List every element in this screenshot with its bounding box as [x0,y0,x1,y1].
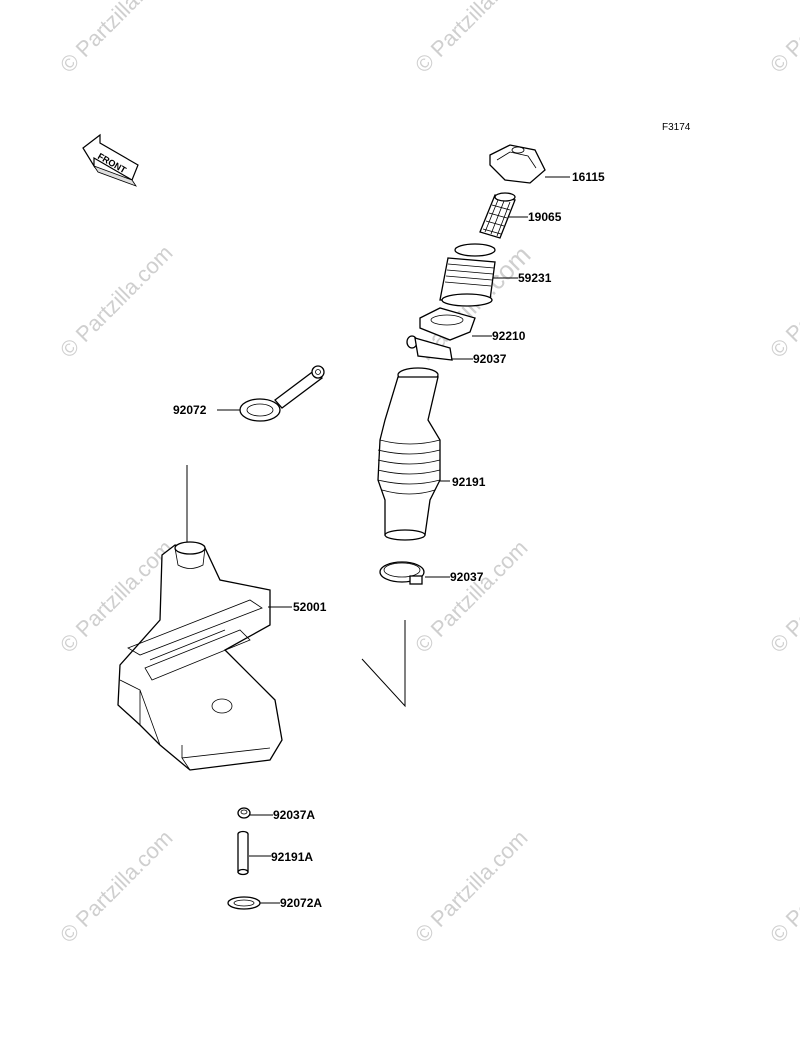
label-52001: 52001 [293,600,327,614]
label-92072A: 92072A [280,896,322,910]
part-92191[interactable]: 92191 [377,367,486,541]
part-92191A[interactable]: 92191A [237,830,313,876]
label-19065: 19065 [528,210,562,224]
label-92191: 92191 [452,475,486,489]
front-arrow-icon: FRONT [82,133,139,187]
label-92072: 92072 [173,403,207,417]
part-52001[interactable]: 52001 [117,541,327,771]
label-59231: 59231 [518,271,552,285]
label-16115: 16115 [572,170,605,184]
label-92037A: 92037A [273,808,315,822]
part-92037-lower[interactable]: 92037 [379,561,484,585]
part-19065[interactable]: 19065 [479,192,562,239]
part-92037A[interactable]: 92037A [237,807,315,822]
part-92037[interactable]: 92037 [406,335,507,366]
label-92037: 92037 [473,352,507,366]
label-92210: 92210 [492,329,526,343]
label-92191A: 92191A [271,850,313,864]
label-92037-lower: 92037 [450,570,484,584]
part-59231[interactable]: 59231 [439,243,552,307]
diagram-code: F3174 [662,122,691,133]
part-16115[interactable]: 16115 [489,144,605,184]
part-92210[interactable]: 92210 [419,307,526,343]
reference-lines [186,465,406,708]
part-92072A[interactable]: 92072A [227,896,322,910]
part-92072[interactable]: 92072 [173,365,325,422]
